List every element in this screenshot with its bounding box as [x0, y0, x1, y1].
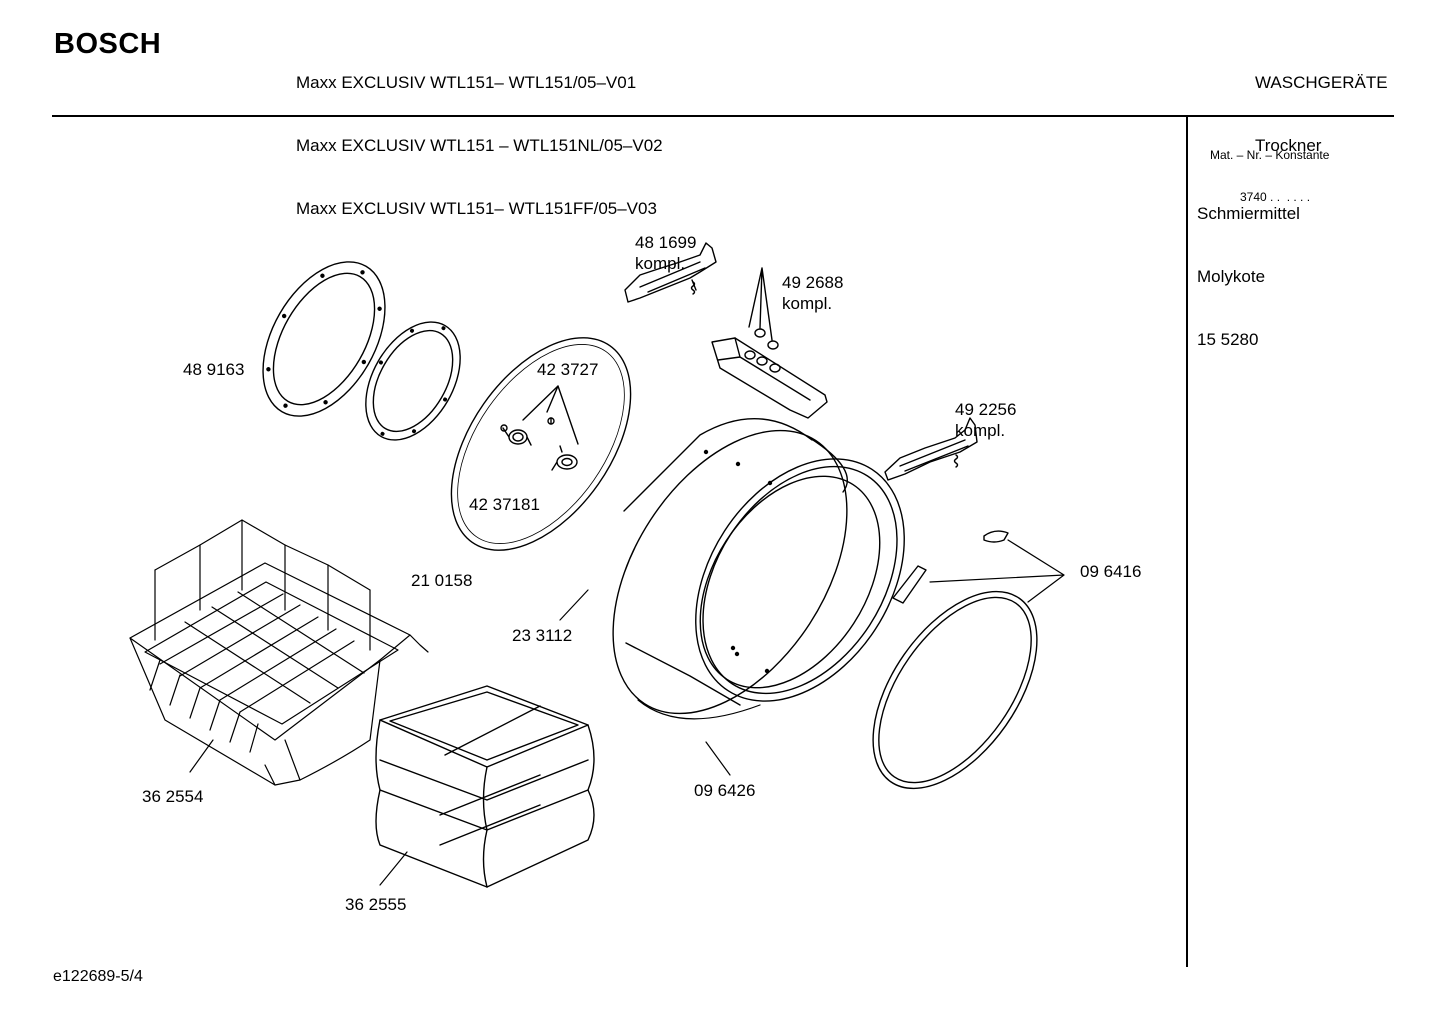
bearing-hub: [500, 385, 579, 471]
part-label-423727: 42 3727: [537, 360, 599, 379]
model-line: Maxx EXCLUSIV WTL151 – WTL151NL/05–V02: [296, 136, 663, 155]
model-line: Maxx EXCLUSIV WTL151– WTL151FF/05–V03: [296, 199, 657, 218]
door-gasket-ring: [365, 321, 461, 441]
part-label-489163: 48 9163: [183, 360, 245, 379]
bearing-support: [711, 267, 828, 419]
door-ring-outer: [262, 261, 386, 417]
category-title: WASCHGERÄTE: [1255, 73, 1388, 92]
lubricant-line: 15 5280: [1197, 330, 1259, 349]
brand-logo: BOSCH: [54, 28, 162, 60]
lubricant-line: Molykote: [1197, 267, 1266, 286]
bearing-bracket-top: [624, 242, 717, 303]
part-label-233112: 23 3112: [512, 626, 573, 645]
drum-seal-lower: [637, 699, 761, 720]
part-label-096426: 09 6426: [694, 781, 756, 800]
category-subtitle: Trockner: [1255, 136, 1322, 155]
mat-nr-value: 3740 . . . . . .: [1240, 190, 1311, 204]
model-list: Maxx EXCLUSIV WTL151– WTL151/05–V01 Maxx…: [296, 30, 663, 240]
part-label-210158: 21 0158: [411, 571, 473, 590]
wire-rack: [129, 519, 429, 786]
sidebar-divider: [1186, 117, 1188, 967]
drawing-id: e122689-5/4: [53, 968, 143, 985]
slider-pad-mid: [892, 565, 927, 604]
part-label-362555: 36 2555: [345, 895, 407, 914]
lubricant-line: Schmiermittel: [1197, 204, 1300, 223]
part-label-096416: 09 6416: [1080, 562, 1142, 581]
bearing-bracket-right: [884, 417, 978, 481]
lubricant-block: Schmiermittel Molykote 15 5280: [1197, 161, 1300, 371]
part-label-362554: 36 2554: [142, 787, 204, 806]
filter-frame: [375, 685, 595, 888]
drum-body: [612, 418, 905, 715]
front-seal-ring: [872, 590, 1038, 790]
slider-pad-top: [983, 530, 1009, 543]
mat-nr-block: Mat. – Nr. – Konstante 3740 . . . . . .: [1210, 120, 1329, 218]
leader-lines: [189, 539, 1065, 886]
category-block: WASCHGERÄTE Trockner: [1255, 30, 1388, 177]
part-label-4237181: 42 37181: [469, 495, 540, 514]
model-line: Maxx EXCLUSIV WTL151– WTL151/05–V01: [296, 73, 637, 92]
rear-drum-wall: [450, 337, 632, 551]
mat-nr-label: Mat. – Nr. – Konstante: [1210, 148, 1330, 162]
header-divider: [52, 115, 1394, 117]
